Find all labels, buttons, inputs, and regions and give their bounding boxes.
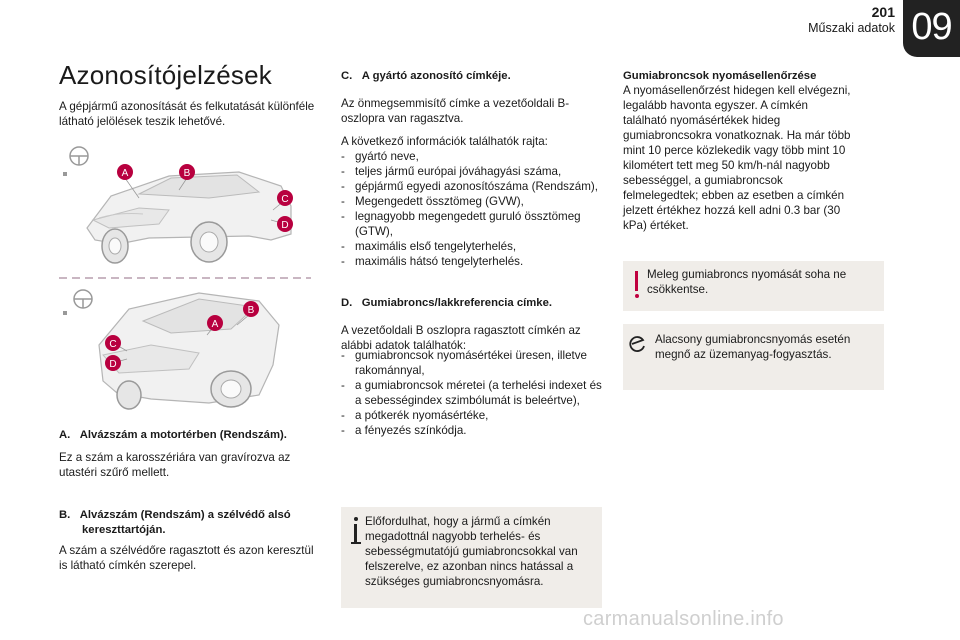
- section-d-heading: D. Gumiabroncs/lakkreferencia címke.: [341, 297, 552, 309]
- car-illustration-front: A B C D: [63, 146, 293, 264]
- list-item: a pótkerék nyomásértéke,: [341, 408, 603, 423]
- list-item: maximális első tengelyterhelés,: [341, 239, 603, 254]
- callout-b: B: [236, 301, 259, 326]
- list-item: legnagyobb megengedett guruló össztömeg …: [341, 209, 603, 239]
- info-note-box: Előfordulhat, hogy a jármű a címkén mega…: [341, 507, 602, 608]
- callout-a: A: [206, 315, 223, 336]
- pressure-text: A nyomásellenőrzést hidegen kell elvégez…: [623, 84, 851, 232]
- callout-d: D: [105, 355, 128, 371]
- section-a-heading: A. Alvázszám a motortérben (Rendszám).: [59, 429, 287, 441]
- section-c-list-intro: A következő információk találhatók rajta…: [341, 135, 548, 148]
- list-item: maximális hátsó tengelyterhelés.: [341, 254, 603, 269]
- section-name: Műszaki adatok: [808, 21, 895, 35]
- svg-text:D: D: [281, 220, 288, 231]
- warning-note-box: Meleg gumiabroncs nyomását soha ne csökk…: [623, 261, 884, 311]
- svg-text:A: A: [212, 319, 219, 330]
- page-number: 201: [871, 4, 895, 20]
- callout-d: D: [270, 216, 293, 232]
- section-b-heading: B. Alvázszám (Rendszám) a szélvédő alsó …: [59, 509, 291, 536]
- warning-note-text: Meleg gumiabroncs nyomását soha ne csökk…: [647, 268, 847, 296]
- callout-c: C: [105, 335, 128, 352]
- info-icon: [350, 517, 362, 547]
- car-illustration-rear: B A C D: [63, 289, 280, 410]
- svg-text:A: A: [122, 168, 129, 179]
- section-b-text: A szám a szélvédőre ragasztott és azon k…: [59, 544, 314, 572]
- section-c-list: gyártó neve, teljes jármű európai jóváha…: [341, 149, 603, 269]
- steering-wheel-icon: [63, 289, 93, 315]
- svg-text:B: B: [248, 305, 255, 316]
- eco-leaf-icon: [629, 336, 645, 352]
- warning-icon: [632, 271, 642, 301]
- intro-text: A gépjármű azonosítását és felkutatását …: [59, 100, 315, 128]
- list-item: gépjármű egyedi azonosítószáma (Rendszám…: [341, 179, 603, 194]
- callout-c: C: [272, 190, 293, 211]
- list-item: a gumiabroncsok méretei (a terhelési ind…: [341, 378, 603, 408]
- callout-a: A: [117, 164, 140, 199]
- svg-text:C: C: [109, 339, 116, 350]
- pressure-heading: Gumiabroncsok nyomásellenőrzése: [623, 70, 817, 82]
- chapter-tab: 09: [903, 0, 960, 57]
- svg-text:D: D: [109, 359, 116, 370]
- list-item: gumiabroncsok nyomásértékei üresen, ille…: [341, 348, 603, 378]
- eco-note-box: Alacsony gumiabroncsnyomás esetén megnő …: [623, 324, 884, 390]
- watermark: carmanualsonline.info: [583, 608, 784, 630]
- section-c-heading: C. A gyártó azonosító címkéje.: [341, 70, 511, 82]
- section-d-list: gumiabroncsok nyomásértékei üresen, ille…: [341, 348, 603, 438]
- callout-b: B: [178, 164, 195, 191]
- list-item: Megengedett össztömeg (GVW),: [341, 194, 603, 209]
- list-item: teljes jármű európai jóváhagyási száma,: [341, 164, 603, 179]
- eco-note-text: Alacsony gumiabroncsnyomás esetén megnő …: [655, 333, 851, 361]
- section-a-text: Ez a szám a karosszériára van gravírozva…: [59, 451, 291, 479]
- info-note-text: Előfordulhat, hogy a jármű a címkén mega…: [365, 515, 578, 588]
- svg-text:C: C: [281, 194, 288, 205]
- svg-text:B: B: [184, 168, 191, 179]
- steering-wheel-icon: [63, 146, 89, 176]
- illustration-divider: [59, 277, 311, 279]
- page-title: Azonosítójelzések: [59, 60, 272, 90]
- list-item: a fényezés színkódja.: [341, 423, 603, 438]
- list-item: gyártó neve,: [341, 149, 603, 164]
- section-c-text: Az önmegsemmisítő címke a vezetőoldali B…: [341, 97, 570, 125]
